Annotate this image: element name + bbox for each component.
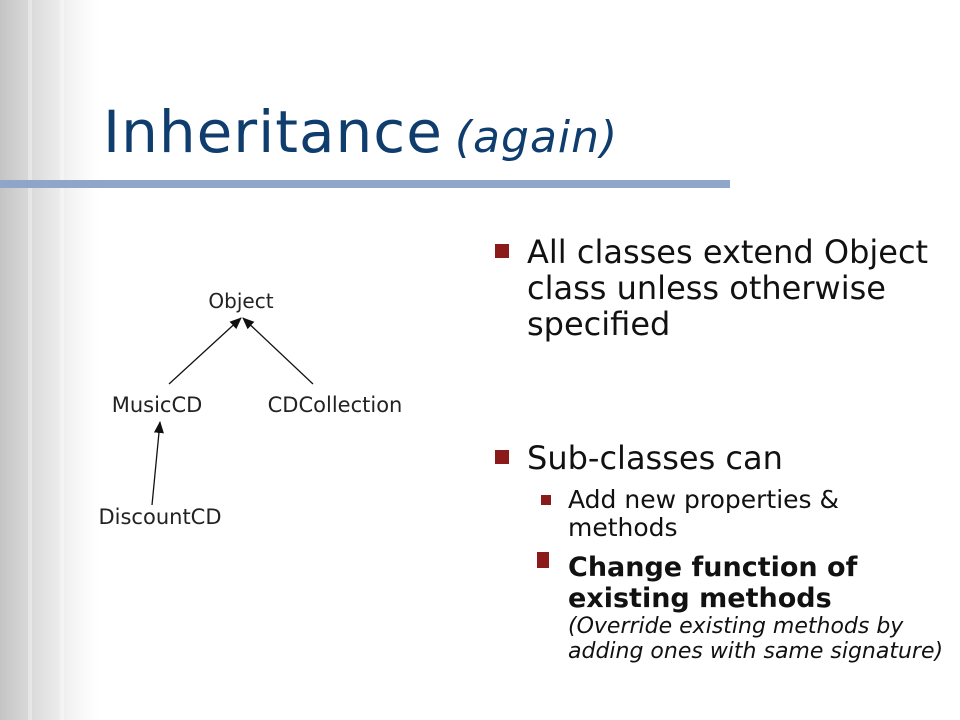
sub-bullet-override-note: (Override existing methods by adding one… xyxy=(568,614,944,664)
title-main: Inheritance xyxy=(103,98,443,166)
node-object: Object xyxy=(208,289,273,313)
slide-title: Inheritance(again) xyxy=(103,92,618,178)
sub-bullet-add-new-properties: Add new properties & methods xyxy=(541,486,948,542)
node-discountcd: DiscountCD xyxy=(98,505,221,529)
sub-bullet-change-function: Change function of existing methods (Ove… xyxy=(537,552,948,664)
title-suffix: (again) xyxy=(454,112,619,163)
title-underline xyxy=(0,180,730,188)
sub-bullet-change-function-bold: Change function of existing methods xyxy=(568,552,858,614)
node-cdcollection: CDCollection xyxy=(268,393,403,417)
edge-musiccd-object xyxy=(168,317,242,385)
edge-cdcollection-object xyxy=(242,317,314,385)
bullet-sub-classes-can: Sub-classes can xyxy=(495,440,947,476)
edge-discountcd-musiccd xyxy=(151,421,164,506)
bullet-all-classes-extend: All classes extend Object class unless o… xyxy=(495,234,947,342)
node-musiccd: MusicCD xyxy=(112,393,203,417)
